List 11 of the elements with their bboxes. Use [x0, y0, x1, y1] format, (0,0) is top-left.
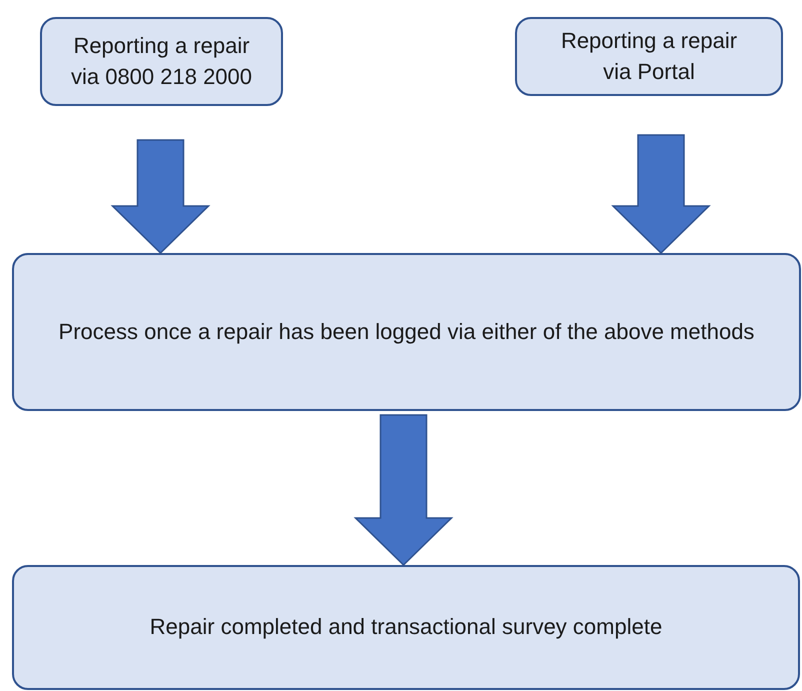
block-arrow: [110, 139, 210, 254]
process-box: [12, 253, 801, 411]
process-box: [40, 17, 283, 106]
process-box: [515, 17, 783, 96]
block-arrow: [611, 134, 711, 254]
box-label: Reporting a repair via 0800 218 2000: [70, 32, 253, 90]
box-label: Repair completed and transactional survey complete: [150, 613, 662, 642]
block-arrow: [354, 414, 454, 566]
process-box: [12, 565, 800, 690]
box-label: Reporting a repair via Portal: [560, 26, 738, 86]
box-label: Process once a repair has been logged via either of the above methods: [58, 318, 754, 346]
